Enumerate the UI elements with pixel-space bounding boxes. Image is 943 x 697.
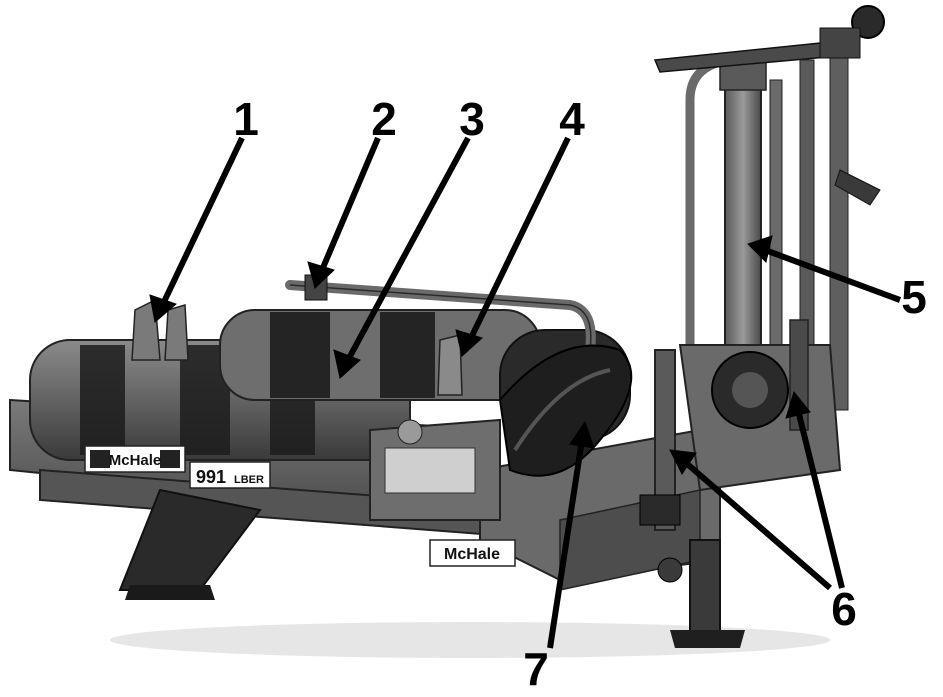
hitch-base: [639, 319, 842, 583]
decal-brand-side-text: McHale: [109, 452, 162, 469]
decal-brand-side: McHale: [84, 445, 186, 473]
decal-model: 991 LBER: [189, 461, 271, 489]
callout-2: 2: [371, 93, 397, 145]
callout-3: 3: [459, 93, 485, 145]
decal-brand-frame-text: McHale: [444, 546, 500, 563]
end-guides: [131, 298, 463, 396]
support-foot-left: [118, 488, 262, 600]
decal-model-suffix: LBER: [234, 474, 264, 486]
callout-6: 6: [831, 583, 857, 635]
callout-7: 7: [523, 643, 549, 695]
decal-model-number: 991: [196, 467, 226, 487]
support-foot-right: [670, 539, 745, 648]
callout-5: 5: [901, 271, 927, 323]
dispenser-mast: [653, 5, 885, 411]
side-plate: [369, 418, 501, 521]
ground-shadow: [110, 622, 830, 658]
leader-arrows: [149, 136, 902, 649]
drive-housing: [498, 344, 633, 477]
callout-1: 1: [233, 93, 259, 145]
decal-brand-frame: McHale: [429, 539, 516, 567]
callout-4: 4: [559, 93, 585, 145]
